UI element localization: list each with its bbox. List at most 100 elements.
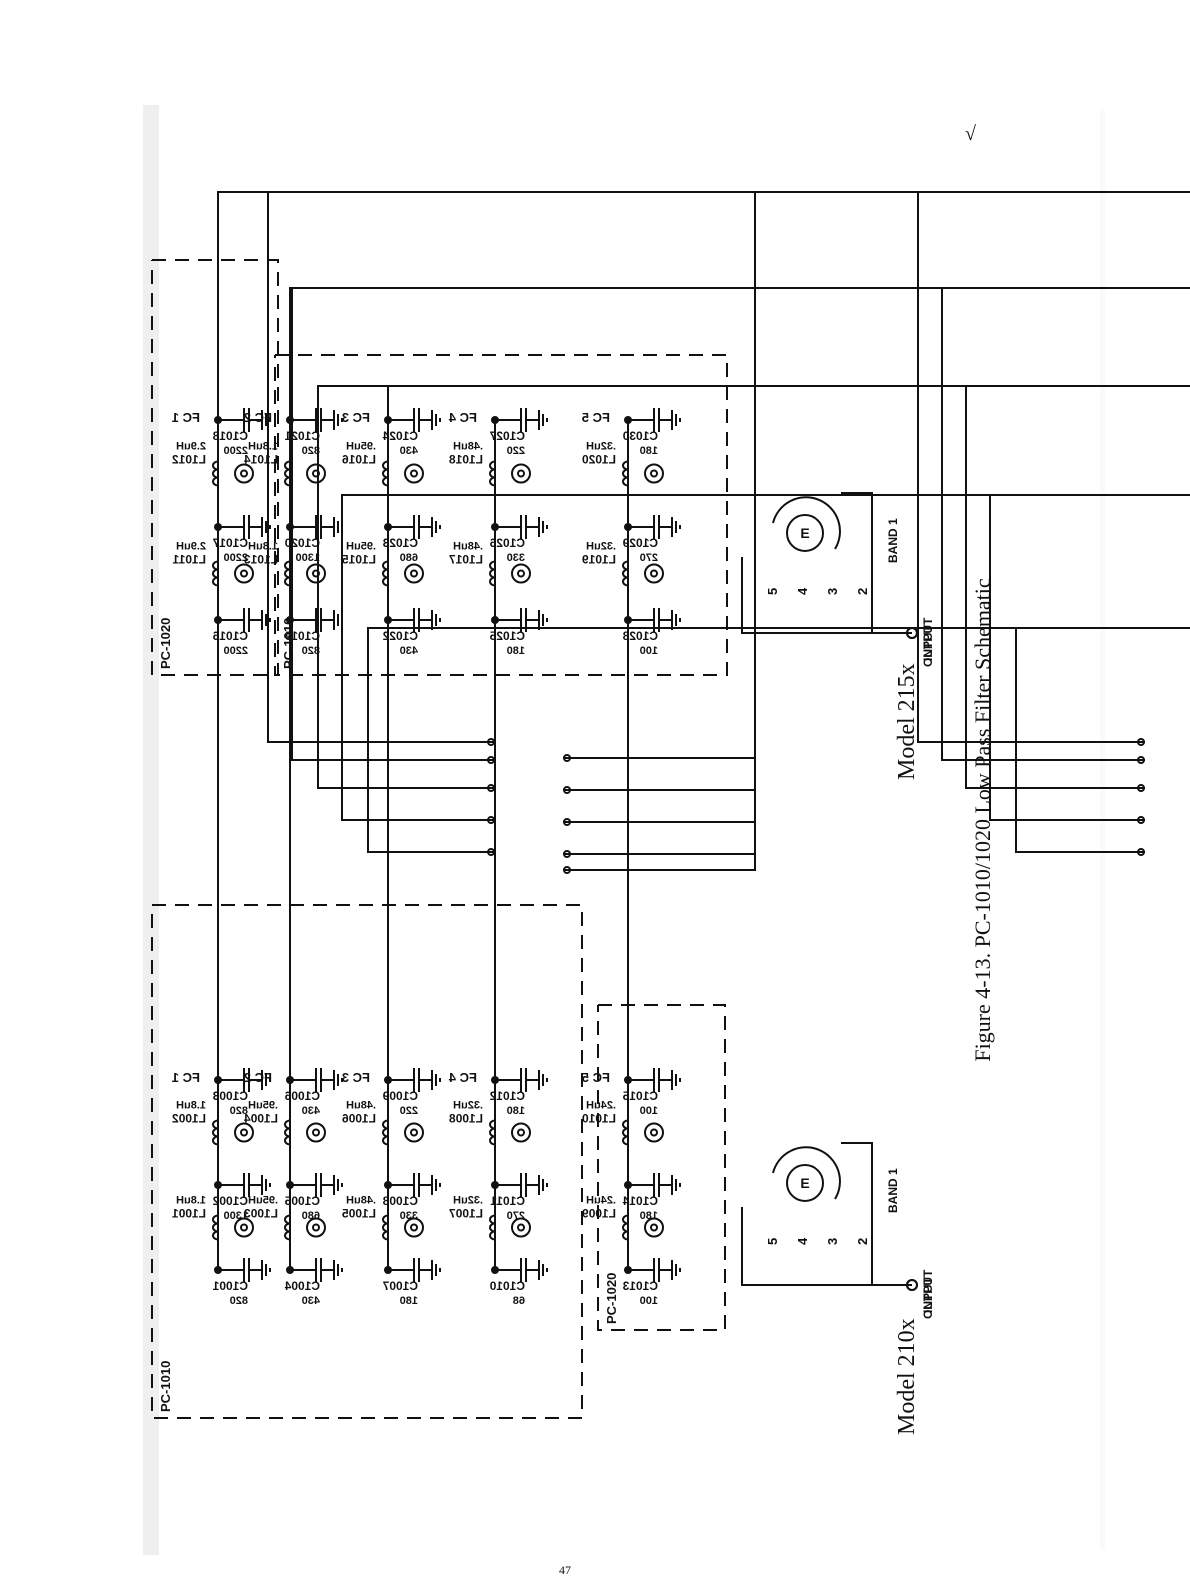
slug-core (517, 1128, 525, 1137)
capacitor-ref: C1023 (382, 536, 418, 550)
page-number: 47 (559, 1563, 571, 1576)
slug-symbol (404, 563, 424, 584)
switch-contact (563, 818, 571, 826)
selector-rotor (786, 514, 824, 552)
capacitor-value: 820 (230, 1105, 248, 1117)
capacitor-value: 180 (400, 1295, 418, 1307)
inductor-coil (622, 576, 629, 587)
slug-core (410, 469, 418, 478)
capacitor-ref: C1025 (489, 629, 525, 643)
switch-contact (487, 756, 495, 764)
inductor-coil (382, 476, 389, 487)
inductor-ref: L1004 (244, 1112, 278, 1126)
slug-symbol (234, 563, 254, 584)
output-label: OUTPUT (921, 1269, 935, 1319)
capacitor-ref: C1004 (284, 1279, 320, 1293)
filter-section: L10131.8uHL10141.8uHC1019820C10201300C10… (244, 287, 756, 794)
slug-symbol (306, 563, 326, 584)
slug-core (240, 1223, 248, 1232)
slug-symbol (234, 463, 254, 484)
inductor-coil (212, 476, 219, 487)
capacitor-value: 1300 (224, 1210, 248, 1222)
switch-contact (563, 754, 571, 762)
capacitor-ref: C1015 (622, 1089, 658, 1103)
inductor-ref: L1009 (582, 1207, 616, 1221)
slug-core (240, 469, 248, 478)
input-wire (741, 1207, 912, 1286)
inductor-value: .95uH (346, 441, 376, 453)
section-input-loop (387, 385, 1190, 1270)
section-output-loop (387, 385, 1145, 1080)
slug-core (410, 1128, 418, 1137)
output-label: OUTPUT (921, 617, 935, 667)
capacitor-ref: C1027 (489, 429, 525, 443)
slug-core (312, 1223, 320, 1232)
slug-symbol (306, 463, 326, 484)
slug-symbol (234, 1217, 254, 1238)
capacitor-value: 180 (640, 445, 658, 457)
section-input-loop (563, 620, 756, 871)
switch-contact (563, 866, 571, 874)
inductor-ref: L1011 (172, 553, 206, 567)
inductor-value: .48uH (453, 541, 483, 553)
capacitor-ref: C1014 (622, 1194, 658, 1208)
inductor-coil (284, 1135, 291, 1146)
section-label: FC 5 (582, 410, 610, 425)
capacitor: C1004 430 (284, 1258, 343, 1307)
selector-wafer (772, 1146, 841, 1200)
board-outline (151, 259, 279, 676)
inductor-value: .32uH (586, 441, 616, 453)
slug-symbol (511, 1217, 531, 1238)
inductor-coil (284, 476, 291, 487)
slug-core (240, 569, 248, 578)
section-input-loop (217, 191, 756, 759)
capacitor-value: 220 (400, 1105, 418, 1117)
slug-core (410, 569, 418, 578)
slug-symbol (306, 1217, 326, 1238)
inductor-value: .32uH (586, 541, 616, 553)
model-title: Model 215x (894, 663, 920, 780)
inductor-value: .32uH (453, 1195, 483, 1207)
switch-position-label: 4 (795, 587, 810, 595)
inductor: L1015.95uH (342, 527, 424, 620)
inductor-coil (212, 576, 219, 587)
capacitor-value: 680 (302, 1210, 320, 1222)
inductor-value: .48uH (453, 441, 483, 453)
section-output-loop (367, 420, 629, 853)
slug-symbol (644, 1217, 664, 1238)
board-label: PC-1010 (158, 1361, 173, 1412)
filter-section: L1007.32uHL1008.32uHC101068C1011270C1012… (448, 494, 1190, 1307)
switch-position-label: 5 (765, 588, 780, 595)
capacitor-ref: C1008 (382, 1194, 418, 1208)
filter-section: L1019.32uHL1020.32uHC1028100C1029270C103… (367, 408, 756, 874)
slug-core (650, 1223, 658, 1232)
section-label: FC 1 (172, 410, 200, 425)
switch-contact (487, 784, 495, 792)
slug-core (517, 1223, 525, 1232)
switch-contact (487, 848, 495, 856)
filter-section: L1015.95uHL1016.95uHC1022430C1023680C102… (317, 385, 756, 826)
inductor-coil (382, 1135, 389, 1146)
inductor-ref: L1016 (342, 453, 376, 467)
capacitor-value: 2200 (224, 445, 248, 457)
inductor-ref: L1019 (582, 553, 616, 567)
capacitor-ref: C1016 (212, 629, 248, 643)
inductor-value: .48uH (346, 1100, 376, 1112)
inductor-coil (284, 1230, 291, 1241)
section-input-loop (387, 385, 756, 823)
capacitor-value: 100 (640, 645, 658, 657)
section-output-loop (627, 627, 1145, 1080)
capacitor-value: 430 (302, 1295, 320, 1307)
switch-contact (1137, 848, 1145, 856)
